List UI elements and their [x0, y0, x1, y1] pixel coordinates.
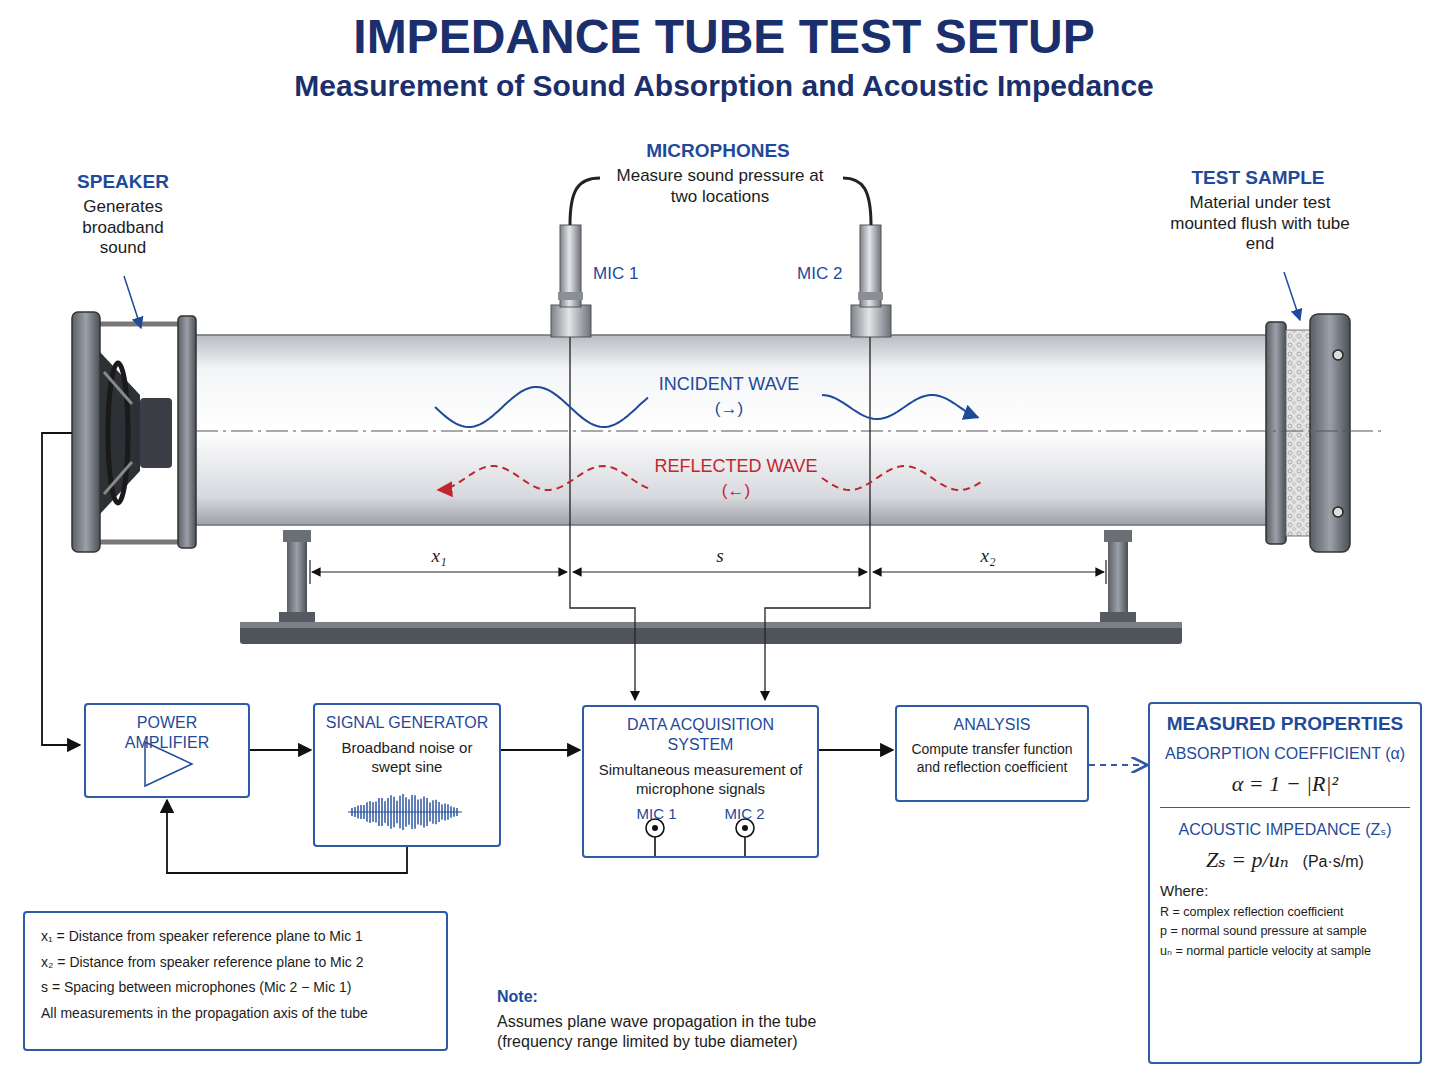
box-text: α = 1 − |R|² — [1232, 770, 1338, 798]
connector — [501, 749, 580, 751]
callout-heading: TEST SAMPLE — [1173, 166, 1343, 189]
connector — [167, 800, 407, 873]
wave-label: REFLECTED WAVE — [646, 456, 826, 478]
box-text: s = Spacing between microphones (Mic 2 −… — [41, 979, 430, 997]
box-heading: POWER AMPLIFIER — [96, 713, 238, 753]
divider — [1160, 807, 1410, 808]
text-row: α = 1 − |R|² — [1160, 770, 1410, 798]
text-row: x₁ = Distance from speaker reference pla… — [41, 925, 430, 951]
results-panel: MEASURED PROPERTIES ABSORPTION COEFFICIEN… — [1148, 702, 1422, 1064]
generator-box: SIGNAL GENERATOR Broadband noise or swept… — [313, 703, 501, 847]
text-row: Simultaneous measurement of microphone s… — [594, 761, 807, 799]
note-text: Assumes plane wave propagation in the tu… — [497, 1012, 847, 1051]
box-text: x₂ = Distance from speaker reference pla… — [41, 954, 430, 972]
wave-direction: (←) — [706, 481, 766, 502]
dimension-label: x₁ — [419, 544, 459, 567]
box-text: (Pa·s/m) — [1303, 852, 1364, 872]
title: IMPEDANCE TUBE TEST SETUP — [0, 8, 1448, 67]
text-row: ABSORPTION COEFFICIENT (α) — [1160, 744, 1410, 770]
text-row: Zₛ = p/uₙ (Pa·s/m) — [1160, 846, 1410, 874]
symbol-key: x₁ = Distance from speaker reference pla… — [23, 911, 448, 1051]
connector — [1089, 764, 1146, 766]
callout-text: Material under test mounted flush with t… — [1168, 193, 1352, 255]
box-text: Zₛ = p/uₙ — [1206, 846, 1289, 874]
amplifier-box: POWER AMPLIFIER — [84, 703, 250, 798]
callout-text: Generates broadband sound — [67, 197, 179, 259]
mic-label: MIC 1 — [593, 264, 638, 285]
text-row: x₂ = Distance from speaker reference pla… — [41, 951, 430, 977]
text-row: Where: — [1160, 874, 1410, 901]
noise-icon — [348, 812, 462, 813]
box-text: p = normal sound pressure at sample — [1160, 924, 1410, 940]
callout-text: Measure sound pressure at two locations — [604, 166, 836, 207]
box-heading: SIGNAL GENERATOR — [326, 713, 488, 733]
box-heading: MEASURED PROPERTIES — [1167, 712, 1403, 736]
box-text: R = complex reflection coefficient — [1160, 905, 1410, 921]
text-row: R = complex reflection coefficient — [1160, 901, 1410, 921]
box-text: ABSORPTION COEFFICIENT (α) — [1165, 744, 1405, 764]
box-text: Compute transfer function and reflection… — [907, 741, 1077, 776]
text-row: Broadband noise or swept sine — [325, 739, 489, 777]
mic-label: MIC 2 — [797, 264, 842, 285]
text-row: All measurements in the propagation axis… — [41, 1002, 430, 1028]
note-heading: Note: — [497, 987, 538, 1007]
text-row: MEASURED PROPERTIES — [1160, 712, 1410, 744]
box-text: MIC 1 — [636, 805, 676, 824]
text-row: POWER AMPLIFIER — [96, 713, 238, 759]
box-heading: DATA ACQUISITION SYSTEM — [594, 715, 807, 755]
box-text: All measurements in the propagation axis… — [41, 1005, 430, 1023]
callout-heading: MICROPHONES — [598, 139, 838, 162]
analysis-box: ANALYSIS Compute transfer function and re… — [895, 705, 1089, 802]
wave-direction: (→) — [699, 399, 759, 420]
dimension-label: s — [700, 544, 740, 567]
box-text: x₁ = Distance from speaker reference pla… — [41, 928, 430, 946]
text-row: SIGNAL GENERATOR — [325, 713, 489, 739]
dimension-label: x₂ — [968, 544, 1008, 567]
wave-label: INCIDENT WAVE — [644, 374, 814, 396]
connector — [819, 749, 893, 751]
box-text: uₙ = normal particle velocity at sample — [1160, 944, 1410, 960]
incident-wave — [822, 395, 978, 419]
box-text: MIC 2 — [725, 805, 765, 824]
box-heading: ANALYSIS — [953, 715, 1030, 735]
box-text: Simultaneous measurement of microphone s… — [594, 761, 807, 799]
incident-wave — [435, 387, 648, 427]
text-row: MIC 1 MIC 2 — [594, 799, 807, 824]
box-text: Broadband noise or swept sine — [325, 739, 489, 777]
subtitle: Measurement of Sound Absorption and Acou… — [174, 68, 1274, 105]
reflected-wave — [438, 466, 648, 490]
daq-box: DATA ACQUISITION SYSTEM Simultaneous meas… — [582, 705, 819, 858]
text-row: uₙ = normal particle velocity at sample — [1160, 940, 1410, 960]
text-row: ACOUSTIC IMPEDANCE (Zₛ) — [1160, 820, 1410, 846]
box-text: Where: — [1160, 882, 1410, 901]
text-row: ANALYSIS — [907, 715, 1077, 741]
callout-heading: SPEAKER — [58, 170, 188, 193]
text-row: p = normal sound pressure at sample — [1160, 920, 1410, 940]
connector — [250, 749, 311, 751]
text-row: s = Spacing between microphones (Mic 2 −… — [41, 976, 430, 1002]
text-row: Compute transfer function and reflection… — [907, 741, 1077, 776]
reflected-wave — [822, 466, 984, 490]
text-row: DATA ACQUISITION SYSTEM — [594, 715, 807, 761]
box-text: ACOUSTIC IMPEDANCE (Zₛ) — [1178, 820, 1391, 840]
